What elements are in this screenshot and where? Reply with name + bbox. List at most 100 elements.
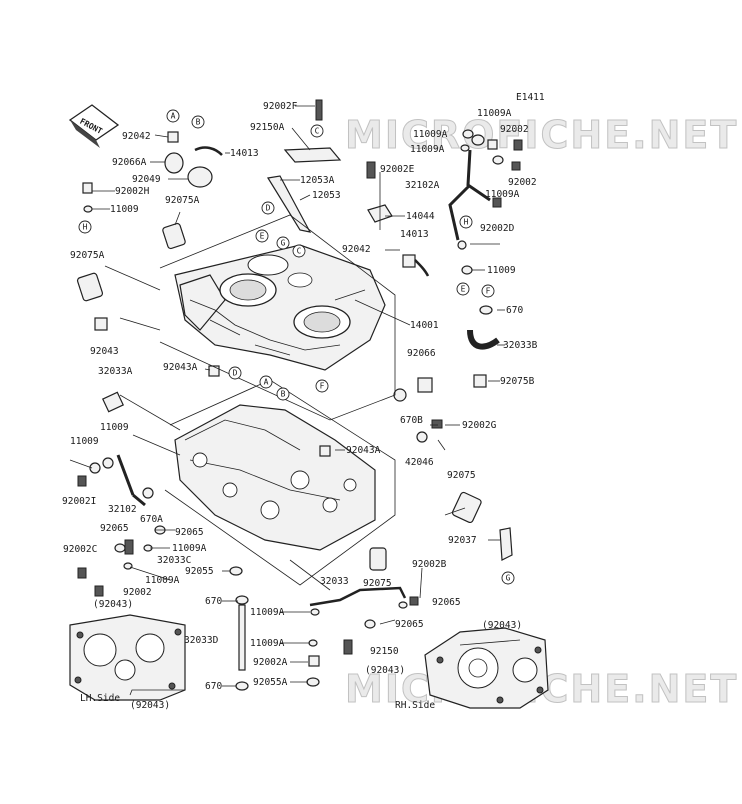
part-label: 11009 bbox=[110, 204, 139, 215]
ref-letter: D bbox=[266, 204, 271, 213]
part-label: 92002G bbox=[462, 420, 497, 431]
part-label: 92065 bbox=[432, 597, 461, 608]
ref-letter: H bbox=[83, 223, 88, 232]
rh-side-view bbox=[424, 627, 549, 709]
lh-side-label: LH.Side bbox=[80, 693, 120, 704]
part-label: 11009A bbox=[145, 575, 180, 586]
part-label: 11009 bbox=[487, 265, 516, 276]
part-label: 92042 bbox=[342, 244, 371, 255]
part-label: 11009A bbox=[410, 144, 445, 155]
ref-letter: C bbox=[297, 247, 302, 256]
part-label: 32102 bbox=[108, 504, 137, 515]
diagram-code: E1411 bbox=[516, 92, 545, 103]
part-label: 11009A bbox=[477, 108, 512, 119]
ref-letter: G bbox=[506, 574, 511, 583]
part-label: 32033 bbox=[320, 576, 349, 587]
part-label: 92002E bbox=[380, 164, 415, 175]
ref-letter: F bbox=[320, 382, 325, 391]
part-label: 92065 bbox=[175, 527, 204, 538]
part-label: 92075 bbox=[363, 578, 392, 589]
part-label: 11009 bbox=[100, 422, 129, 433]
part-label: 92055 bbox=[185, 566, 214, 577]
part-label: 92065 bbox=[100, 523, 129, 534]
part-label: 92042 bbox=[122, 131, 151, 142]
part-label: 92055A bbox=[253, 677, 288, 688]
ref-letter: B bbox=[196, 118, 201, 127]
part-label: 670 bbox=[205, 681, 222, 692]
lh-side-view bbox=[69, 614, 186, 701]
part-label: 32033B bbox=[503, 340, 538, 351]
part-label: 32033A bbox=[98, 366, 133, 377]
part-label: 92043A bbox=[346, 445, 381, 456]
part-label: 92075A bbox=[70, 250, 105, 261]
part-label: (92043) bbox=[93, 599, 133, 610]
part-label: 92066 bbox=[407, 348, 436, 359]
part-label: 92002I bbox=[62, 496, 96, 507]
ref-letter: G bbox=[281, 239, 286, 248]
part-label: 92075B bbox=[500, 376, 535, 387]
part-label: 92002F bbox=[263, 101, 298, 112]
reference-letters: A B C D H E G C H E F A B F D G bbox=[78, 109, 515, 585]
ref-letter: E bbox=[260, 232, 265, 241]
part-label: (92043) bbox=[130, 700, 170, 711]
part-label: 11009A bbox=[250, 638, 285, 649]
part-label: 670B bbox=[400, 415, 423, 426]
part-label: 11009A bbox=[250, 607, 285, 618]
part-label: 92002C bbox=[63, 544, 97, 555]
part-label: 92075 bbox=[447, 470, 476, 481]
lower-crankcase bbox=[174, 404, 376, 551]
part-label: 92066A bbox=[112, 157, 147, 168]
watermark-top: MICROFICHE.NET bbox=[345, 113, 738, 157]
part-label: 11009 bbox=[70, 436, 99, 447]
part-label: 92049 bbox=[132, 174, 161, 185]
ref-letter: E bbox=[461, 285, 466, 294]
part-label: 92150A bbox=[250, 122, 285, 133]
ref-letter: H bbox=[464, 218, 469, 227]
part-label: (92043) bbox=[365, 665, 405, 676]
rh-side-label: RH.Side bbox=[395, 700, 435, 711]
ref-letter: B bbox=[281, 390, 286, 399]
part-label: 670 bbox=[205, 596, 222, 607]
part-label: 92043A bbox=[163, 362, 198, 373]
part-label: 11009A bbox=[485, 189, 520, 200]
front-arrow-icon: FRONT bbox=[68, 104, 120, 148]
part-label: 92002H bbox=[115, 186, 150, 197]
part-label: 92065 bbox=[395, 619, 424, 630]
part-label: 92002 bbox=[500, 124, 529, 135]
part-label: 11009A bbox=[413, 129, 448, 140]
part-label: 32102A bbox=[405, 180, 440, 191]
part-label: 12053A bbox=[300, 175, 335, 186]
part-label: 92002B bbox=[412, 559, 447, 570]
leader-lines bbox=[69, 105, 521, 687]
part-label: 92043 bbox=[90, 346, 119, 357]
part-label: 14013 bbox=[230, 148, 259, 159]
part-label: 11009A bbox=[172, 543, 207, 554]
part-label: 92002A bbox=[253, 657, 288, 668]
part-label: 14044 bbox=[406, 211, 435, 222]
ref-letter: D bbox=[233, 369, 238, 378]
part-label: 14013 bbox=[400, 229, 429, 240]
lower-case-bracket bbox=[164, 379, 396, 586]
part-label: 92037 bbox=[448, 535, 477, 546]
part-label: 42046 bbox=[405, 457, 434, 468]
ref-letter: A bbox=[264, 378, 269, 387]
part-label: 670 bbox=[506, 305, 523, 316]
ref-letter: C bbox=[315, 127, 320, 136]
upper-case-bracket bbox=[159, 214, 396, 421]
part-label: 92002 bbox=[508, 177, 537, 188]
part-label: 92002D bbox=[480, 223, 515, 234]
part-label: 32033C bbox=[157, 555, 191, 566]
part-label: 12053 bbox=[312, 190, 341, 201]
part-label: 14001 bbox=[410, 320, 439, 331]
part-number-labels: 92002F 92042 92150A 14013 92066A 92049 1… bbox=[62, 101, 538, 711]
part-label: 32033D bbox=[184, 635, 219, 646]
upper-crankcase bbox=[174, 244, 386, 371]
part-label: 670A bbox=[140, 514, 163, 525]
part-label: 92075A bbox=[165, 195, 200, 206]
part-label: 92002 bbox=[123, 587, 152, 598]
part-label: (92043) bbox=[482, 620, 522, 631]
ref-letter: A bbox=[171, 112, 176, 121]
part-label: 92150 bbox=[370, 646, 399, 657]
